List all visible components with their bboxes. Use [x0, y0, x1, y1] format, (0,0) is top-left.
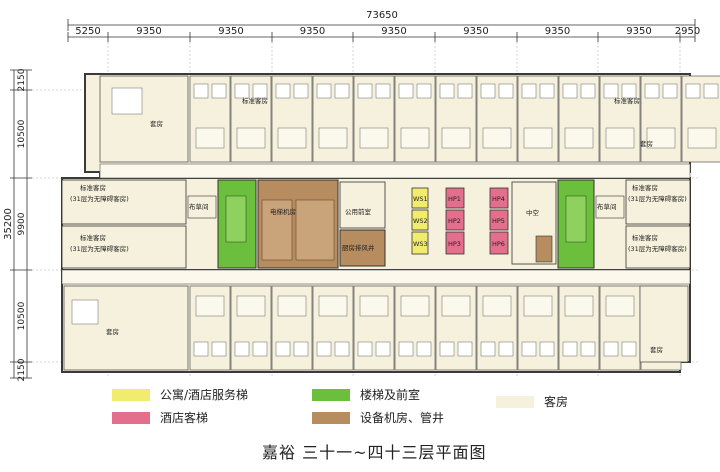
hp4-label: HP4 — [492, 195, 505, 203]
top-dimension-label: 9350 — [545, 26, 570, 37]
top-dimension-label: 9350 — [626, 26, 651, 37]
left-dimension-label: 10500 — [17, 301, 27, 330]
suite-room — [63, 285, 189, 371]
top-dimension-label: 9350 — [136, 26, 161, 37]
service-lift-3 — [411, 231, 429, 255]
suite-lower-left: 套房 — [106, 327, 119, 336]
suite-room — [639, 285, 689, 363]
suite-upper-right: 套房 — [640, 139, 653, 148]
top-dimension-label: 9350 — [463, 26, 488, 37]
hp5-label: HP5 — [492, 217, 505, 225]
linen-room-left — [187, 195, 217, 219]
std-room-upper-1: 标准客房 — [242, 96, 268, 105]
left-dimension — [10, 69, 32, 379]
std-room-right-bottom: 标准客房 — [632, 233, 658, 242]
top-dimension-label: 9350 — [300, 26, 325, 37]
hp6-label: HP6 — [492, 240, 505, 248]
shared-lobby — [339, 181, 386, 229]
upper-corridor — [99, 163, 691, 179]
guest-lift-5 — [489, 209, 509, 231]
shared-room-label: 公用前室 — [345, 207, 372, 216]
linen-left-label: 布草间 — [189, 202, 209, 211]
std-room-left-bottom-note: (31层为无障碍客房) — [70, 244, 129, 253]
hp3-label: HP3 — [448, 240, 461, 248]
hp2-label: HP2 — [448, 217, 461, 225]
left-dimension-label: 2150 — [17, 68, 27, 91]
total-height-label: 35200 — [3, 208, 14, 240]
suite-upper-left: 套房 — [150, 119, 163, 128]
std-room-left-top-note: (31层为无障碍客房) — [70, 194, 129, 203]
equipment-room-center — [339, 229, 386, 267]
guest-lift-6 — [489, 231, 509, 255]
machine-room-label: 电梯机房 — [270, 207, 296, 216]
top-dimension-label: 9350 — [381, 26, 406, 37]
ws2-label: WS2 — [413, 217, 428, 225]
left-dimension-label: 2150 — [17, 358, 27, 381]
total-width-label: 73650 — [366, 10, 398, 21]
ws3-label: WS3 — [413, 240, 428, 248]
hp1-label: HP1 — [448, 195, 461, 203]
service-lift-1 — [411, 187, 429, 209]
guest-lift-2 — [445, 209, 465, 231]
linen-room-right — [595, 195, 625, 219]
middle-room-label: 中空 — [526, 208, 540, 217]
suite-lower-right: 套房 — [650, 345, 663, 354]
std-room-left-bottom: 标准客房 — [80, 233, 106, 242]
left-dimension-label: 9900 — [17, 212, 27, 235]
core — [61, 179, 691, 269]
std-room-left-top: 标准客房 — [80, 183, 106, 192]
guest-lift-3 — [445, 231, 465, 255]
left-dimension-label: 10500 — [17, 119, 27, 148]
guest-lift-1 — [445, 187, 465, 209]
top-dimension — [67, 19, 696, 42]
service-lift-2 — [411, 209, 429, 231]
kitchen-corridor-label: 厨房排风井 — [342, 243, 375, 252]
top-dimension-label: 2950 — [675, 26, 700, 37]
top-dimension-label: 9350 — [218, 26, 243, 37]
ws1-label: WS1 — [413, 195, 428, 203]
std-room-right-top: 标准客房 — [632, 183, 658, 192]
lower-corridor — [61, 269, 691, 285]
guest-lift-4 — [489, 187, 509, 209]
std-room-upper-2: 标准客房 — [614, 96, 640, 105]
std-room-right-top-note: (31层为无障碍客房) — [628, 194, 687, 203]
std-room-right-bottom-note: (31层为无障碍客房) — [628, 244, 687, 253]
linen-right-label: 布草间 — [597, 202, 617, 211]
top-dimension-label: 5250 — [75, 26, 100, 37]
